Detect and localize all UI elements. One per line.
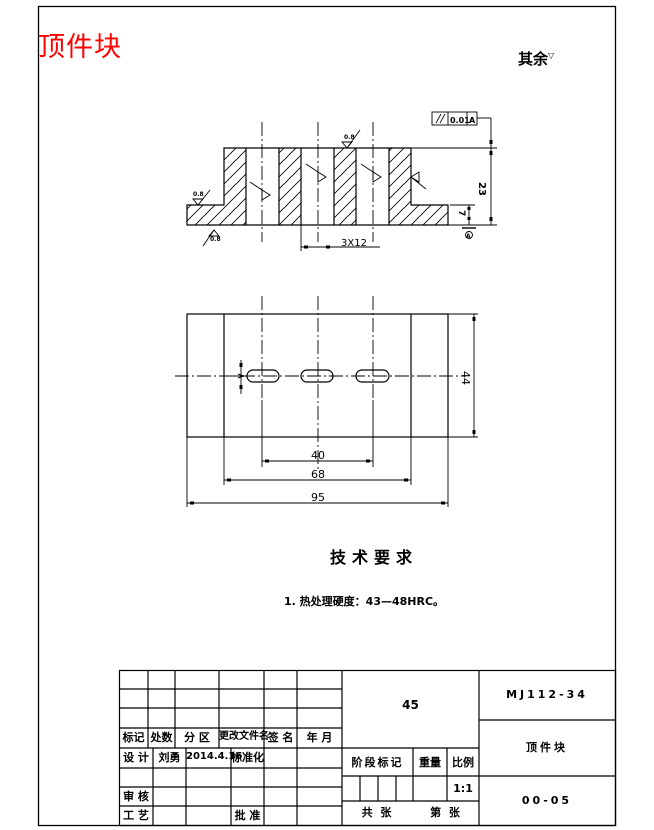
svg-text:7: 7 xyxy=(456,210,466,216)
tb-header-zone: 分 区 xyxy=(184,731,210,744)
tb-design-label: 设 计 xyxy=(123,751,149,764)
tb-scale-value: 1:1 xyxy=(453,782,473,795)
tb-sheet-number: 第 张 xyxy=(430,806,462,819)
svg-text:95: 95 xyxy=(311,491,325,504)
svg-text:A: A xyxy=(469,116,476,125)
other-roughness-note: 其余▽ xyxy=(518,52,554,67)
svg-text:44: 44 xyxy=(459,371,472,385)
title-block xyxy=(118,669,617,827)
tech-requirements-title: 技术要求 xyxy=(330,548,419,567)
svg-text:0.8: 0.8 xyxy=(344,134,355,141)
svg-text:40: 40 xyxy=(311,449,325,462)
tb-scale-label: 比例 xyxy=(452,756,474,769)
tb-approve-label: 批 准 xyxy=(234,809,261,822)
other-roughness-label: 其余 xyxy=(518,50,549,68)
tb-part-name: 顶件块 xyxy=(526,741,568,754)
svg-text:3X12: 3X12 xyxy=(341,238,367,249)
tb-header-date: 年 月 xyxy=(306,731,333,744)
svg-text:A: A xyxy=(466,233,471,240)
tb-designer: 刘勇 xyxy=(158,751,181,764)
section-view xyxy=(186,111,497,251)
section-view-labels: 0.8 0.8 0.8 23 7 3X12 0.01 A A xyxy=(193,116,487,249)
tb-header-count: 处数 xyxy=(150,731,173,744)
tb-process-label: 工 艺 xyxy=(123,809,149,822)
svg-text:68: 68 xyxy=(311,468,325,481)
tb-header-signature: 签 名 xyxy=(267,731,294,744)
tb-drawing-number: MJ112-34 xyxy=(506,688,588,701)
part-name-heading: 顶件块 xyxy=(38,32,122,63)
tb-code: 00-05 xyxy=(521,794,573,807)
tb-header-change-doc: 更改文件名 xyxy=(219,731,269,742)
svg-text:0.8: 0.8 xyxy=(193,191,204,198)
plan-view-labels: 40 68 95 44 xyxy=(311,371,472,504)
tech-requirement-item: 1. 热处理硬度：43—48HRC。 xyxy=(284,595,445,608)
tb-material: 45 xyxy=(402,698,419,712)
tb-header-mark: 标记 xyxy=(122,731,145,744)
tb-stage-label: 阶段标记 xyxy=(351,756,404,769)
svg-text:0.8: 0.8 xyxy=(210,236,221,243)
plan-view xyxy=(175,296,478,507)
svg-text:0.01: 0.01 xyxy=(450,116,470,125)
svg-text:23: 23 xyxy=(476,182,487,196)
tb-standardization-label: 标准化 xyxy=(231,751,264,764)
tb-weight-label: 重量 xyxy=(419,756,441,769)
frame-border xyxy=(37,5,617,827)
tb-review-label: 审 核 xyxy=(123,790,149,803)
tb-design-date: 2014.4.16 xyxy=(186,751,243,762)
tb-sheets-total: 共 张 xyxy=(361,806,394,819)
roughness-symbol-icon: ▽ xyxy=(548,51,555,60)
